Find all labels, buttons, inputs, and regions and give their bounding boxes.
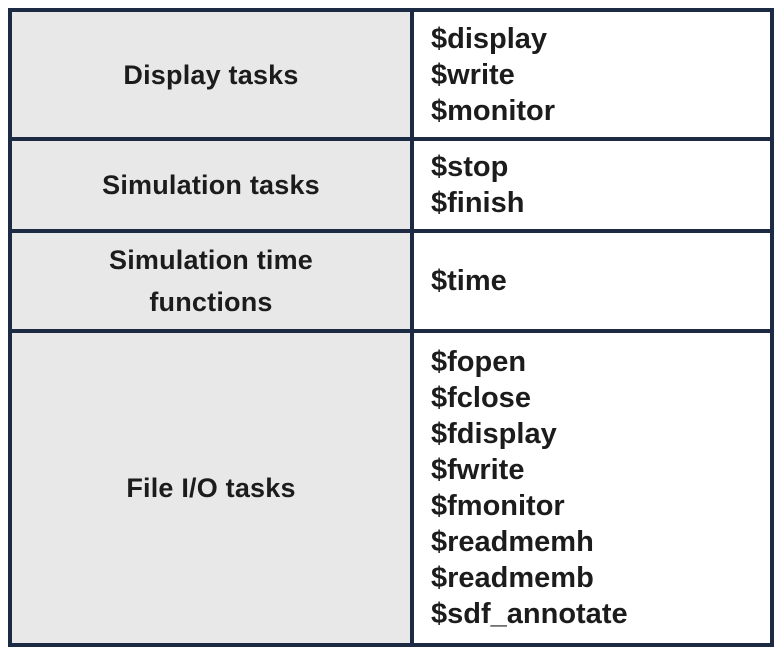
tasks-cell: $fopen $fclose $fdisplay $fwrite $fmonitor $r…: [414, 333, 770, 643]
category-cell: Simulation tasks: [12, 141, 414, 229]
task-item: $readmemh: [431, 526, 594, 558]
category-cell: Display tasks: [12, 12, 414, 137]
task-item: $fwrite: [431, 454, 525, 486]
table-row-2: Simulation tasks $stop $finish: [12, 137, 770, 229]
task-item: $stop: [431, 151, 509, 183]
task-item: $time: [431, 265, 507, 297]
task-item: $fopen: [431, 346, 527, 378]
task-item: $readmemb: [431, 562, 594, 594]
task-item: $sdf_annotate: [431, 598, 628, 630]
tasks-cell: $time: [414, 233, 770, 329]
task-item: $finish: [431, 187, 525, 219]
category-cell: File I/O tasks: [12, 333, 414, 643]
tasks-cell: $display$write$monitor: [414, 12, 770, 137]
tasks-cell: $stop $finish: [414, 141, 770, 229]
table-row-4: File I/O tasks $fopen $fclose $fdisplay $fw…: [12, 329, 770, 643]
system-tasks-table: Display tasks $display$write$monitor Sim…: [8, 8, 774, 647]
task-item: $write: [431, 58, 515, 91]
table-row-3: Simulation time functions $time: [12, 229, 770, 329]
category-cell: Simulation time functions: [12, 233, 414, 329]
task-item: $display: [431, 22, 548, 55]
task-item: $monitor: [431, 94, 556, 127]
table-row-1: Display tasks $display$write$monitor: [12, 12, 770, 137]
task-item: $fclose: [431, 382, 531, 414]
task-item: $fdisplay: [431, 418, 557, 450]
task-item: $fmonitor: [431, 490, 565, 522]
